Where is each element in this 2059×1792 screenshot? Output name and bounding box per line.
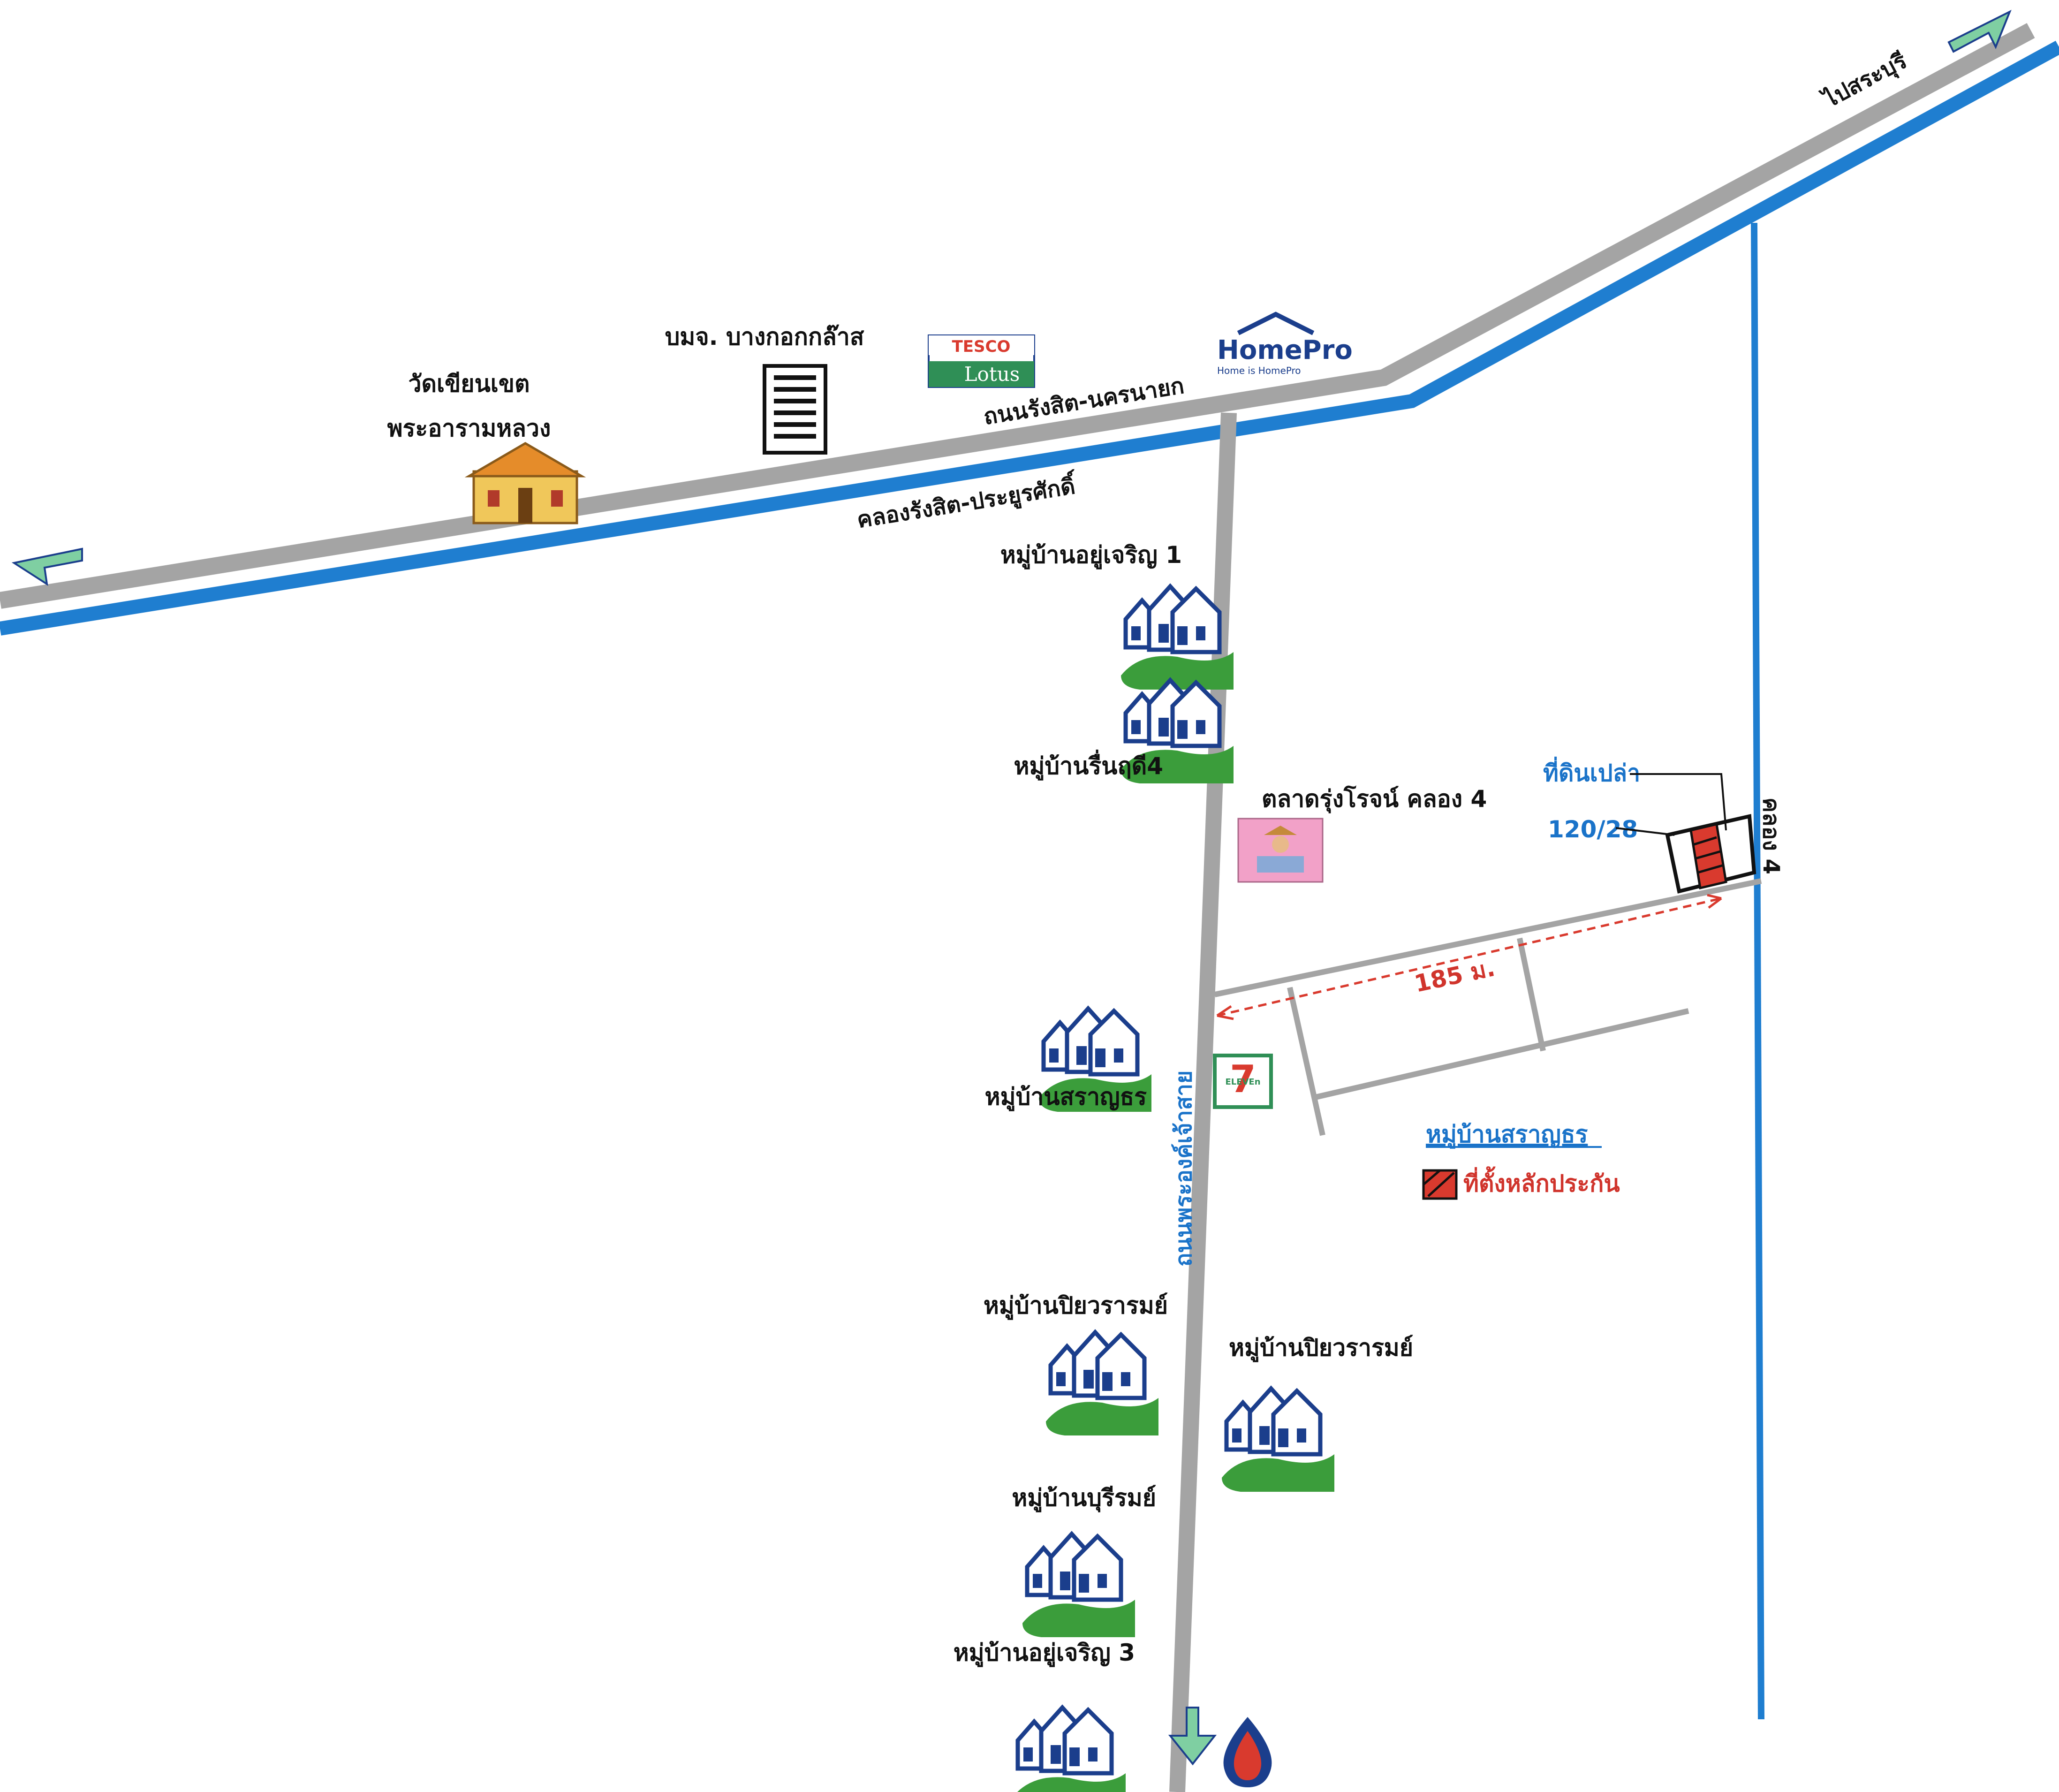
svg-text:TESCO: TESCO bbox=[952, 337, 1011, 356]
village-v7-icon bbox=[1013, 1708, 1126, 1792]
svg-text:HomePro: HomePro bbox=[1217, 335, 1353, 365]
svg-text:ELEVEn: ELEVEn bbox=[1225, 1077, 1260, 1087]
market-label: ตลาดรุ่งโรจน์ คลอง 4 bbox=[1262, 785, 1487, 813]
empty-land-label: ที่ดินเปล่า bbox=[1543, 757, 1640, 787]
village-v6-label: หมู่บ้านบุรีรมย์ bbox=[1012, 1484, 1156, 1512]
gas-station-icon bbox=[1223, 1717, 1272, 1787]
village-v3-label: หมู่บ้านสราญธร bbox=[985, 1083, 1147, 1111]
glass-company-label: บมจ. บางกอกกล๊าส bbox=[665, 323, 864, 350]
legend-collateral-label: ที่ตั้งหลักประกัน bbox=[1463, 1166, 1620, 1197]
south-arrow-icon bbox=[1168, 1707, 1217, 1766]
tesco-lotus-logo: TESCO Lotus bbox=[928, 334, 1035, 388]
main-road-line bbox=[0, 23, 2035, 609]
soi-lines bbox=[1214, 878, 1762, 1136]
temple-label-line1: วัดเขียนเขต bbox=[408, 370, 530, 397]
distance-arrow bbox=[1216, 894, 1722, 1020]
building-icon bbox=[763, 364, 827, 455]
west-arrow-icon bbox=[11, 547, 83, 586]
empty-land-leader bbox=[1630, 773, 1727, 831]
village-v1-label: หมู่บ้านอยู่เจริญ 1 bbox=[1000, 541, 1182, 569]
klong4-line bbox=[1751, 222, 1764, 1720]
market-icon bbox=[1237, 818, 1324, 883]
village-v4-icon bbox=[1046, 1332, 1158, 1435]
canal-line bbox=[0, 40, 2059, 636]
village-v7-label: หมู่บ้านอยู่เจริญ 3 bbox=[954, 1639, 1135, 1667]
svg-text:Lotus: Lotus bbox=[964, 363, 1020, 386]
village-v2-label: หมู่บ้านรื่นฤดี4 bbox=[1014, 750, 1163, 781]
side-road-label: ถนนพระองค์เจ้าสาย bbox=[1171, 1071, 1197, 1267]
klong4-label: คลอง 4 bbox=[1758, 797, 1784, 874]
northeast-arrow-icon bbox=[1947, 9, 2012, 53]
village-v6-icon bbox=[1022, 1534, 1135, 1637]
homepro-logo: HomePro Home is HomePro bbox=[1217, 311, 1353, 376]
village-v5-icon bbox=[1222, 1389, 1334, 1492]
temple-label-line2: พระอารามหลวง bbox=[387, 415, 551, 442]
property-plot bbox=[1665, 814, 1756, 894]
village-v5-label: หมู่บ้านปิยวรารมย์ bbox=[1229, 1334, 1413, 1362]
svg-text:Home is HomePro: Home is HomePro bbox=[1217, 365, 1301, 376]
temple-icon bbox=[464, 442, 586, 524]
house-number-leader bbox=[1615, 827, 1675, 836]
village-v4-label: หมู่บ้านปิยวรารมย์ bbox=[984, 1292, 1168, 1320]
legend-title: หมู่บ้านสราญธร bbox=[1426, 1121, 1588, 1149]
seven-eleven-logo: 7 ELEVEn bbox=[1213, 1054, 1273, 1109]
svg-text:7: 7 bbox=[1230, 1057, 1256, 1101]
legend-collateral-swatch bbox=[1422, 1169, 1458, 1200]
